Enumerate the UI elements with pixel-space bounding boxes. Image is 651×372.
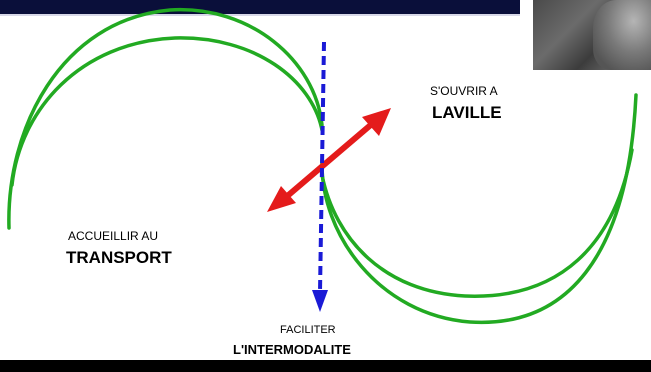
s-curve [7, 8, 638, 325]
label-faciliter-line1: FACILITER [280, 324, 336, 336]
title-strip [0, 0, 520, 16]
red-double-arrow [267, 108, 391, 212]
red-arrow-head-down [267, 186, 296, 212]
blue-arrow-head [312, 290, 328, 312]
label-accueil-line1: ACCUEILLIR AU [68, 229, 159, 243]
photo-thumbnail [533, 0, 651, 70]
label-ouvrir-line1: S'OUVRIR A [430, 84, 498, 98]
label-accueil-line2: TRANSPORT [66, 248, 172, 267]
label-ouvrir-line2: LAVILLE [432, 103, 502, 122]
s-curve-lower-outer [320, 93, 638, 325]
label-faciliter-line2: L'INTERMODALITE [233, 342, 351, 357]
s-curve-upper-inner [10, 36, 324, 187]
s-curve-lower-inner [320, 148, 634, 298]
blue-dashed-arrow [312, 41, 328, 312]
red-arrow-head-up [362, 108, 391, 136]
photo-figure [593, 0, 651, 70]
s-curve-upper-outer [7, 8, 324, 230]
red-arrow-shaft [283, 120, 375, 201]
